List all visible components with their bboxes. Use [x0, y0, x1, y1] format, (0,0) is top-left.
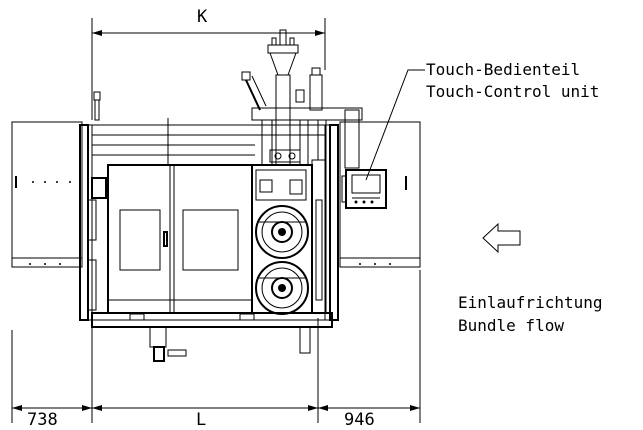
- left-conveyor-table: [11, 121, 83, 268]
- touch-callout: Touch-Bedienteil Touch-Control unit: [365, 60, 599, 181]
- machine-frame: [79, 91, 339, 321]
- feed-tower: [241, 29, 363, 169]
- lower-roller: [255, 261, 309, 315]
- flow-label-de: Einlaufrichtung: [458, 293, 603, 312]
- bottom-dimensions: 738 L 946: [11, 270, 421, 430]
- touch-label-de: Touch-Bedienteil: [426, 60, 580, 79]
- upper-roller: [255, 205, 309, 259]
- base-rail: [91, 312, 333, 362]
- touch-control-unit: [341, 169, 387, 209]
- arrow-left-outline-icon: [482, 222, 521, 254]
- top-dimension: K: [91, 7, 326, 120]
- flow-label-en: Bundle flow: [458, 316, 564, 335]
- dimension-l-label: L: [196, 410, 206, 430]
- roller-cabinet: [251, 159, 327, 315]
- main-cabinet: [107, 164, 253, 314]
- dimension-k-label: K: [197, 7, 208, 27]
- touch-label-en: Touch-Control unit: [426, 82, 599, 101]
- dimension-946-label: 946: [344, 410, 375, 430]
- flow-direction: Einlaufrichtung Bundle flow: [458, 222, 603, 335]
- right-conveyor-table: [339, 121, 421, 268]
- dimension-738-label: 738: [27, 410, 58, 430]
